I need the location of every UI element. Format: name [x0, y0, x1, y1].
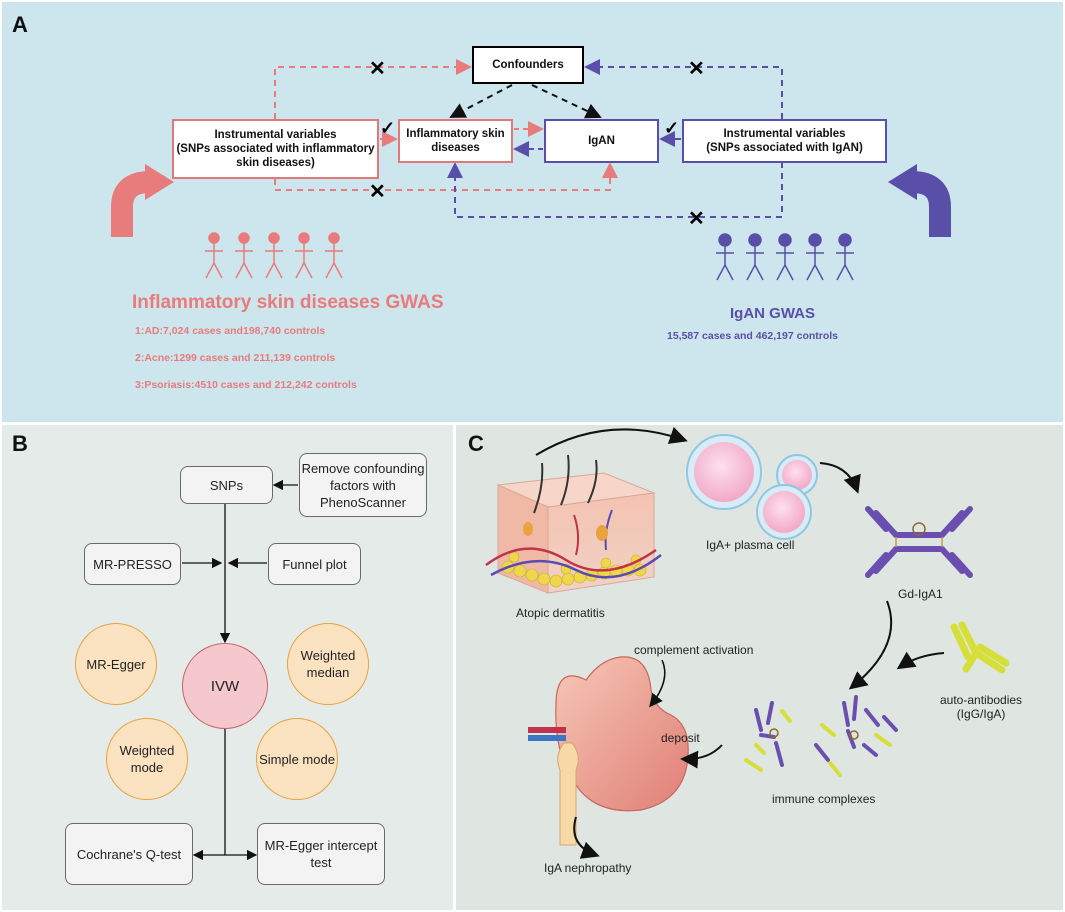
atopic-dermatitis-label: Atopic dermatitis	[516, 606, 605, 620]
immune-complex-icon	[744, 695, 898, 777]
auto-antibodies-label: auto-antibodies(IgG/IgA)	[940, 693, 1023, 721]
gwas-line-psoriasis: 3:Psoriasis:4510 cases and 212,242 contr…	[135, 379, 357, 391]
igan-gwas-title: IgAN GWAS	[730, 305, 815, 322]
complement-activation-label: complement activation	[634, 643, 754, 657]
auto-antibody-icon	[950, 621, 1010, 674]
blue-dashed-bottom	[447, 162, 783, 218]
panel-a: A	[2, 2, 1063, 422]
snps-box: SNPs	[180, 466, 273, 504]
inflammatory-gwas-title: Inflammatory skin diseases GWAS	[132, 292, 444, 313]
black-dashed-to-igan	[531, 84, 602, 119]
blue-dashed-to-confounders	[584, 59, 783, 119]
plasma-cell-label: IgA+ plasma cell	[706, 538, 795, 552]
gwas-line-ad: 1:AD:7,024 cases and198,740 controls	[135, 325, 326, 337]
funnel-plot-box: Funnel plot	[268, 543, 361, 585]
confounders-box: Confounders	[472, 46, 584, 84]
deposit-label: deposit	[661, 731, 700, 745]
red-population-icons	[205, 232, 343, 279]
immune-complexes-label: immune complexes	[772, 792, 876, 806]
panel-b-flow-arrows	[182, 479, 298, 861]
iv-inflammatory-box: Instrumental variables(SNPs associated w…	[172, 119, 379, 179]
plasma-cell-icon	[686, 434, 818, 540]
cross-icon: ✕	[369, 58, 386, 80]
iga-nephropathy-label: IgA nephropathy	[544, 861, 632, 875]
mr-egger-circle: MR-Egger	[75, 623, 157, 705]
panel-c: C	[456, 425, 1063, 910]
cross-icon: ✕	[688, 58, 705, 80]
skin-tissue-icon	[485, 454, 662, 594]
ivw-circle: IVW	[182, 643, 268, 729]
red-dashed-bottom	[274, 162, 618, 191]
red-dashed-to-confounders	[274, 59, 472, 119]
gwas-line-acne: 2:Acne:1299 cases and 211,139 controls	[135, 352, 336, 364]
panel-a-label: A	[12, 12, 28, 37]
panel-c-label: C	[468, 431, 484, 456]
panel-c-illustration	[485, 426, 1010, 859]
panel-b-label: B	[12, 431, 28, 456]
igan-box: IgAN	[544, 119, 659, 163]
igan-gwas-line: 15,587 cases and 462,197 controls	[667, 330, 839, 342]
black-dashed-to-skin	[449, 84, 513, 118]
kidney-icon	[528, 656, 689, 846]
blue-population-icons	[716, 233, 854, 281]
simple-mode-circle: Simple mode	[256, 718, 338, 800]
iv-igan-box: Instrumental variables(SNPs associated w…	[682, 119, 887, 163]
mr-presso-box: MR-PRESSO	[84, 543, 181, 585]
cross-icon: ✕	[369, 181, 386, 203]
check-icon: ✓	[664, 118, 680, 138]
cross-icon: ✕	[688, 208, 705, 230]
gd-iga1-icon	[865, 506, 973, 578]
gd-iga1-label: Gd-IgA1	[898, 587, 943, 601]
cochrane-box: Cochrane's Q-test	[65, 823, 193, 885]
check-icon: ✓	[380, 118, 396, 138]
panel-a-arrows	[111, 59, 951, 281]
